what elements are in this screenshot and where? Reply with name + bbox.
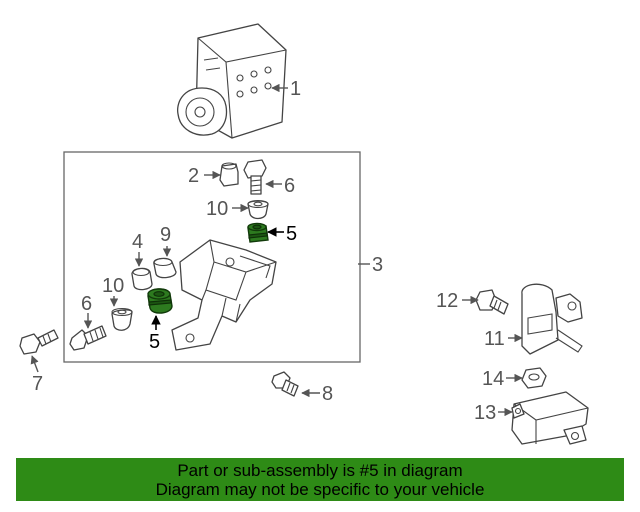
callout-9: 9	[160, 224, 171, 246]
callout-14: 14	[482, 368, 504, 390]
abs-modulator-unit	[176, 23, 287, 139]
callout-1: 1	[290, 78, 301, 100]
bolt-part-6-lower	[69, 325, 107, 351]
banner-line-1: Part or sub-assembly is #5 in diagram	[177, 461, 463, 480]
leader-lines	[30, 83, 523, 417]
callout-12: 12	[436, 290, 458, 312]
banner-line-2: Diagram may not be specific to your vehi…	[155, 480, 485, 499]
callout-4: 4	[132, 231, 143, 253]
callout-8: 8	[322, 383, 333, 405]
nut-part-14	[521, 367, 547, 389]
callout-5-lower: 5	[149, 331, 160, 353]
collar-part-10-upper	[247, 199, 269, 220]
bolt-part-12	[475, 289, 509, 315]
sensor-bracket-part-11	[521, 283, 583, 355]
info-banner: Part or sub-assembly is #5 in diagram Di…	[16, 458, 624, 501]
callout-3: 3	[372, 254, 383, 276]
callout-6-upper: 6	[284, 175, 295, 197]
collar-part-10-lower	[111, 307, 133, 331]
callout-13: 13	[474, 402, 496, 424]
callout-7: 7	[32, 373, 43, 395]
callout-5-upper: 5	[286, 223, 297, 245]
callout-6-lower: 6	[81, 293, 92, 315]
bolt-part-8	[271, 371, 299, 397]
abs-bracket	[171, 239, 277, 351]
callout-2: 2	[188, 165, 199, 187]
callout-10-upper: 10	[206, 198, 228, 220]
collar-part-4	[131, 267, 153, 291]
grommet-part-9	[153, 257, 177, 279]
bushing-part-5-lower-highlighted	[147, 288, 173, 314]
nut-part-2	[219, 162, 239, 187]
bolt-part-7	[19, 329, 59, 355]
bushing-part-5-upper-highlighted	[247, 222, 269, 243]
yaw-sensor-part-13	[511, 391, 589, 445]
callout-labels: 1 2 6 10 5 3 9 4 10 5 6 7 8 12 11 14 13	[32, 78, 505, 424]
callout-11: 11	[484, 328, 505, 350]
bracket-assembly-box	[63, 151, 361, 363]
bolt-part-6-upper	[243, 159, 267, 195]
callout-10-lower: 10	[102, 275, 124, 297]
